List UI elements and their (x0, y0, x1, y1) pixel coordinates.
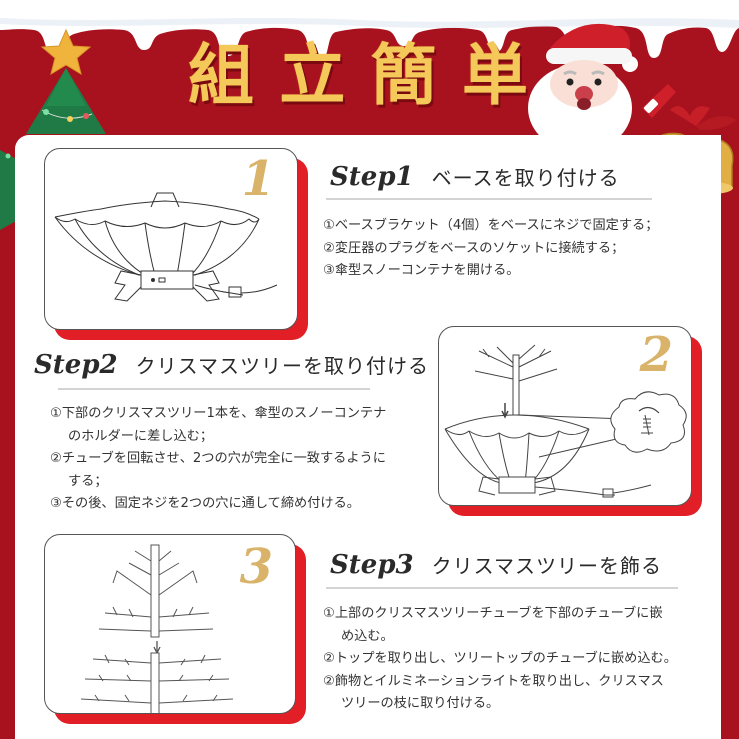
step-1-title: ベースを取り付ける (431, 166, 620, 190)
step-2-number: 2 (639, 327, 673, 383)
tree-assembly-illustration (80, 544, 234, 713)
step-3-number: 3 (239, 539, 273, 595)
step-2-heading: Step2 クリスマスツリーを取り付ける (34, 350, 429, 380)
instruction-item: ②チューブを回転させ、2つの穴が完全に一致するように する； (50, 448, 386, 493)
step-3-label: Step3 (330, 550, 414, 580)
instruction-item: ③傘型スノーコンテナを開ける。 (323, 263, 520, 278)
step-3-divider (326, 587, 678, 589)
step-2-label: Step2 (34, 350, 118, 380)
step-3-title: クリスマスツリーを飾る (431, 554, 663, 578)
step-1-label: Step1 (330, 162, 414, 192)
step-1-instructions: ①ベースブラケット（4個）をベースにネジで固定する； ②変圧器のプラグをベースの… (323, 215, 658, 283)
instruction-item: ②飾物とイルミネーションライトを取り出し、クリスマス ツリーの枝に取り付ける。 (323, 671, 677, 716)
title-char: 組 (188, 37, 254, 114)
instruction-item: ②変圧器のプラグをベースのソケットに接続する； (323, 240, 625, 256)
title-char: 単 (461, 37, 528, 114)
title-char: 簡 (370, 37, 437, 114)
page-title: 組 立 簡 単 (188, 36, 528, 116)
santa-claus-icon (528, 23, 676, 138)
christmas-tree-icon (26, 28, 106, 134)
step-1-heading: Step1 ベースを取り付ける (330, 162, 620, 192)
instruction-line: ②飾物とイルミネーションライトを取り出し、クリスマス (323, 673, 664, 689)
instruction-item: ①ベースブラケット（4個）をベースにネジで固定する； (323, 218, 659, 233)
title-char: 立 (279, 37, 346, 114)
step-2-instructions: ①下部のクリスマスツリー1本を、傘型のスノーコンテナ のホルダーに差し込む； ②… (50, 403, 386, 516)
tree-insertion-illustration (444, 344, 687, 498)
instruction-item: ③その後、固定ネジを2つの穴に通して締め付ける。 (50, 496, 360, 511)
instruction-line-continued: ツリーの枝に取り付ける。 (341, 696, 500, 711)
panel-frame: 1 (44, 148, 298, 330)
foliage-decoration (0, 150, 18, 230)
step-3-heading: Step3 クリスマスツリーを飾る (330, 550, 662, 580)
step-3-instructions: ①上部のクリスマスツリーチューブを下部のチューブに嵌 め込む。 ②トップを取り出… (323, 603, 677, 716)
instruction-line: ②チューブを回転させ、2つの穴が完全に一致するように (50, 451, 386, 466)
snow-drip-decoration (0, 0, 739, 64)
umbrella-base-illustration (54, 192, 278, 302)
panel-frame: 2 (438, 326, 692, 506)
instruction-line-continued: め込む。 (341, 628, 394, 644)
instruction-line: ①下部のクリスマスツリー1本を、傘型のスノーコンテナ (50, 406, 387, 421)
step-2-title: クリスマスツリーを取り付ける (135, 354, 430, 378)
step-1-illustration-panel: 1 (44, 148, 308, 340)
instruction-item: ①上部のクリスマスツリーチューブを下部のチューブに嵌 め込む。 (323, 603, 677, 648)
instruction-item: ②トップを取り出し、ツリートップのチューブに嵌め込む。 (323, 651, 677, 666)
step-1-number: 1 (241, 151, 275, 207)
step-2-divider (58, 388, 370, 390)
instruction-line: ①上部のクリスマスツリーチューブを下部のチューブに嵌 (323, 606, 663, 621)
step-1-divider (326, 198, 652, 200)
instruction-line-continued: する； (68, 473, 108, 489)
instruction-item: ①下部のクリスマスツリー1本を、傘型のスノーコンテナ のホルダーに差し込む； (50, 403, 386, 448)
step-3-illustration-panel: 3 (44, 534, 306, 724)
panel-frame: 3 (44, 534, 296, 714)
instruction-line-continued: のホルダーに差し込む； (68, 428, 214, 444)
step-2-illustration-panel: 2 (438, 326, 702, 516)
